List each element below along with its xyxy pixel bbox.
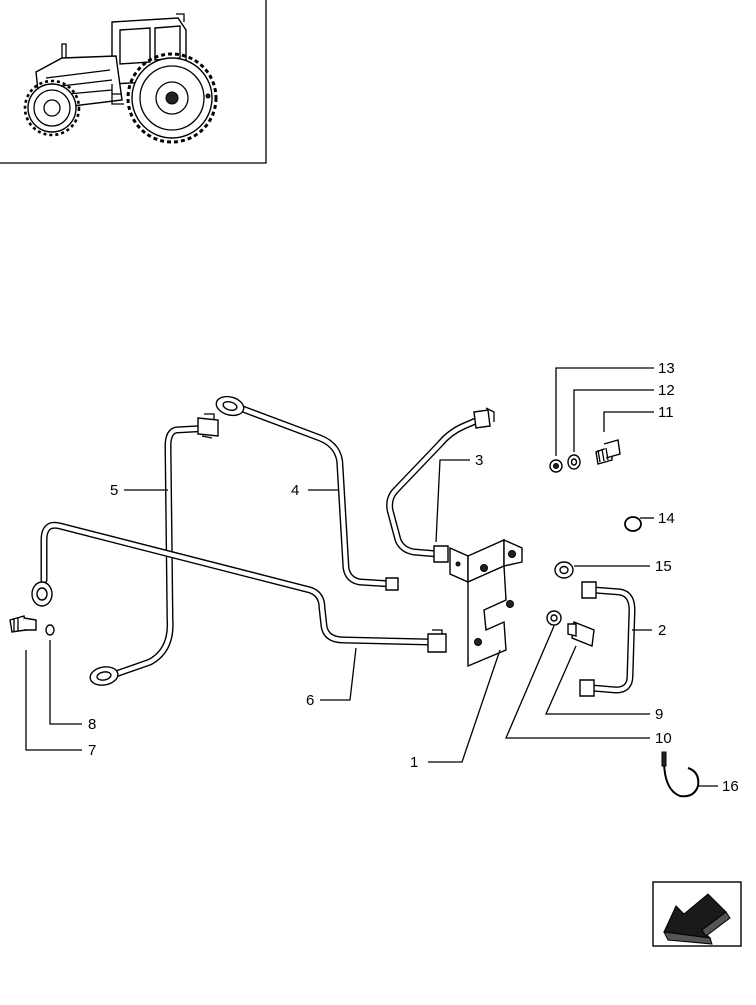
leader-7 — [25, 650, 82, 751]
leader-9 — [545, 645, 650, 715]
part-9-adapter — [567, 621, 595, 647]
return-arrow-button[interactable] — [652, 881, 742, 947]
callout-15: 15 — [655, 558, 672, 575]
part-13-nut — [549, 459, 563, 473]
part-12-washer — [567, 454, 581, 470]
leader-12 — [573, 389, 654, 452]
part-1-bracket — [449, 538, 523, 668]
part-7-fitting — [9, 615, 37, 633]
callout-3: 3 — [475, 452, 483, 469]
leader-6 — [320, 647, 357, 701]
return-arrow-icon — [663, 893, 731, 945]
part-5-tube — [89, 413, 219, 686]
part-4-tube — [215, 395, 399, 591]
part-11-bolt — [595, 439, 621, 465]
part-16-clamp — [661, 751, 700, 798]
callout-10: 10 — [655, 730, 672, 747]
part-6-tube — [31, 521, 447, 653]
callout-2: 2 — [658, 622, 666, 639]
part-3-tube — [386, 407, 495, 563]
callout-14: 14 — [658, 510, 675, 527]
callout-1: 1 — [410, 754, 418, 771]
callout-5: 5 — [110, 482, 118, 499]
callout-8: 8 — [88, 716, 96, 733]
leader-13 — [555, 367, 654, 456]
callout-4: 4 — [291, 482, 299, 499]
callout-6: 6 — [306, 692, 314, 709]
callout-labels: 1 2 3 4 5 6 7 8 9 10 11 12 13 14 15 16 — [88, 360, 739, 795]
leader-11 — [603, 411, 654, 432]
leader-1 — [428, 649, 501, 763]
part-2-tube — [579, 581, 636, 697]
callout-13: 13 — [658, 360, 675, 377]
leader-lines — [25, 367, 718, 787]
tractor-icon — [23, 13, 218, 144]
callout-7: 7 — [88, 742, 96, 759]
callout-9: 9 — [655, 706, 663, 723]
tractor-thumbnail — [0, 0, 267, 164]
thumbnail-frame — [0, 0, 267, 164]
leader-8 — [49, 640, 82, 725]
part-15-nut — [554, 561, 574, 579]
callout-12: 12 — [658, 382, 675, 399]
callout-11: 11 — [658, 404, 674, 421]
part-8-seal — [45, 624, 55, 636]
callout-16: 16 — [722, 778, 739, 795]
part-10-nut — [546, 610, 562, 626]
part-14-o-ring — [624, 516, 642, 532]
leader-3 — [435, 459, 470, 543]
leader-10 — [505, 625, 650, 739]
